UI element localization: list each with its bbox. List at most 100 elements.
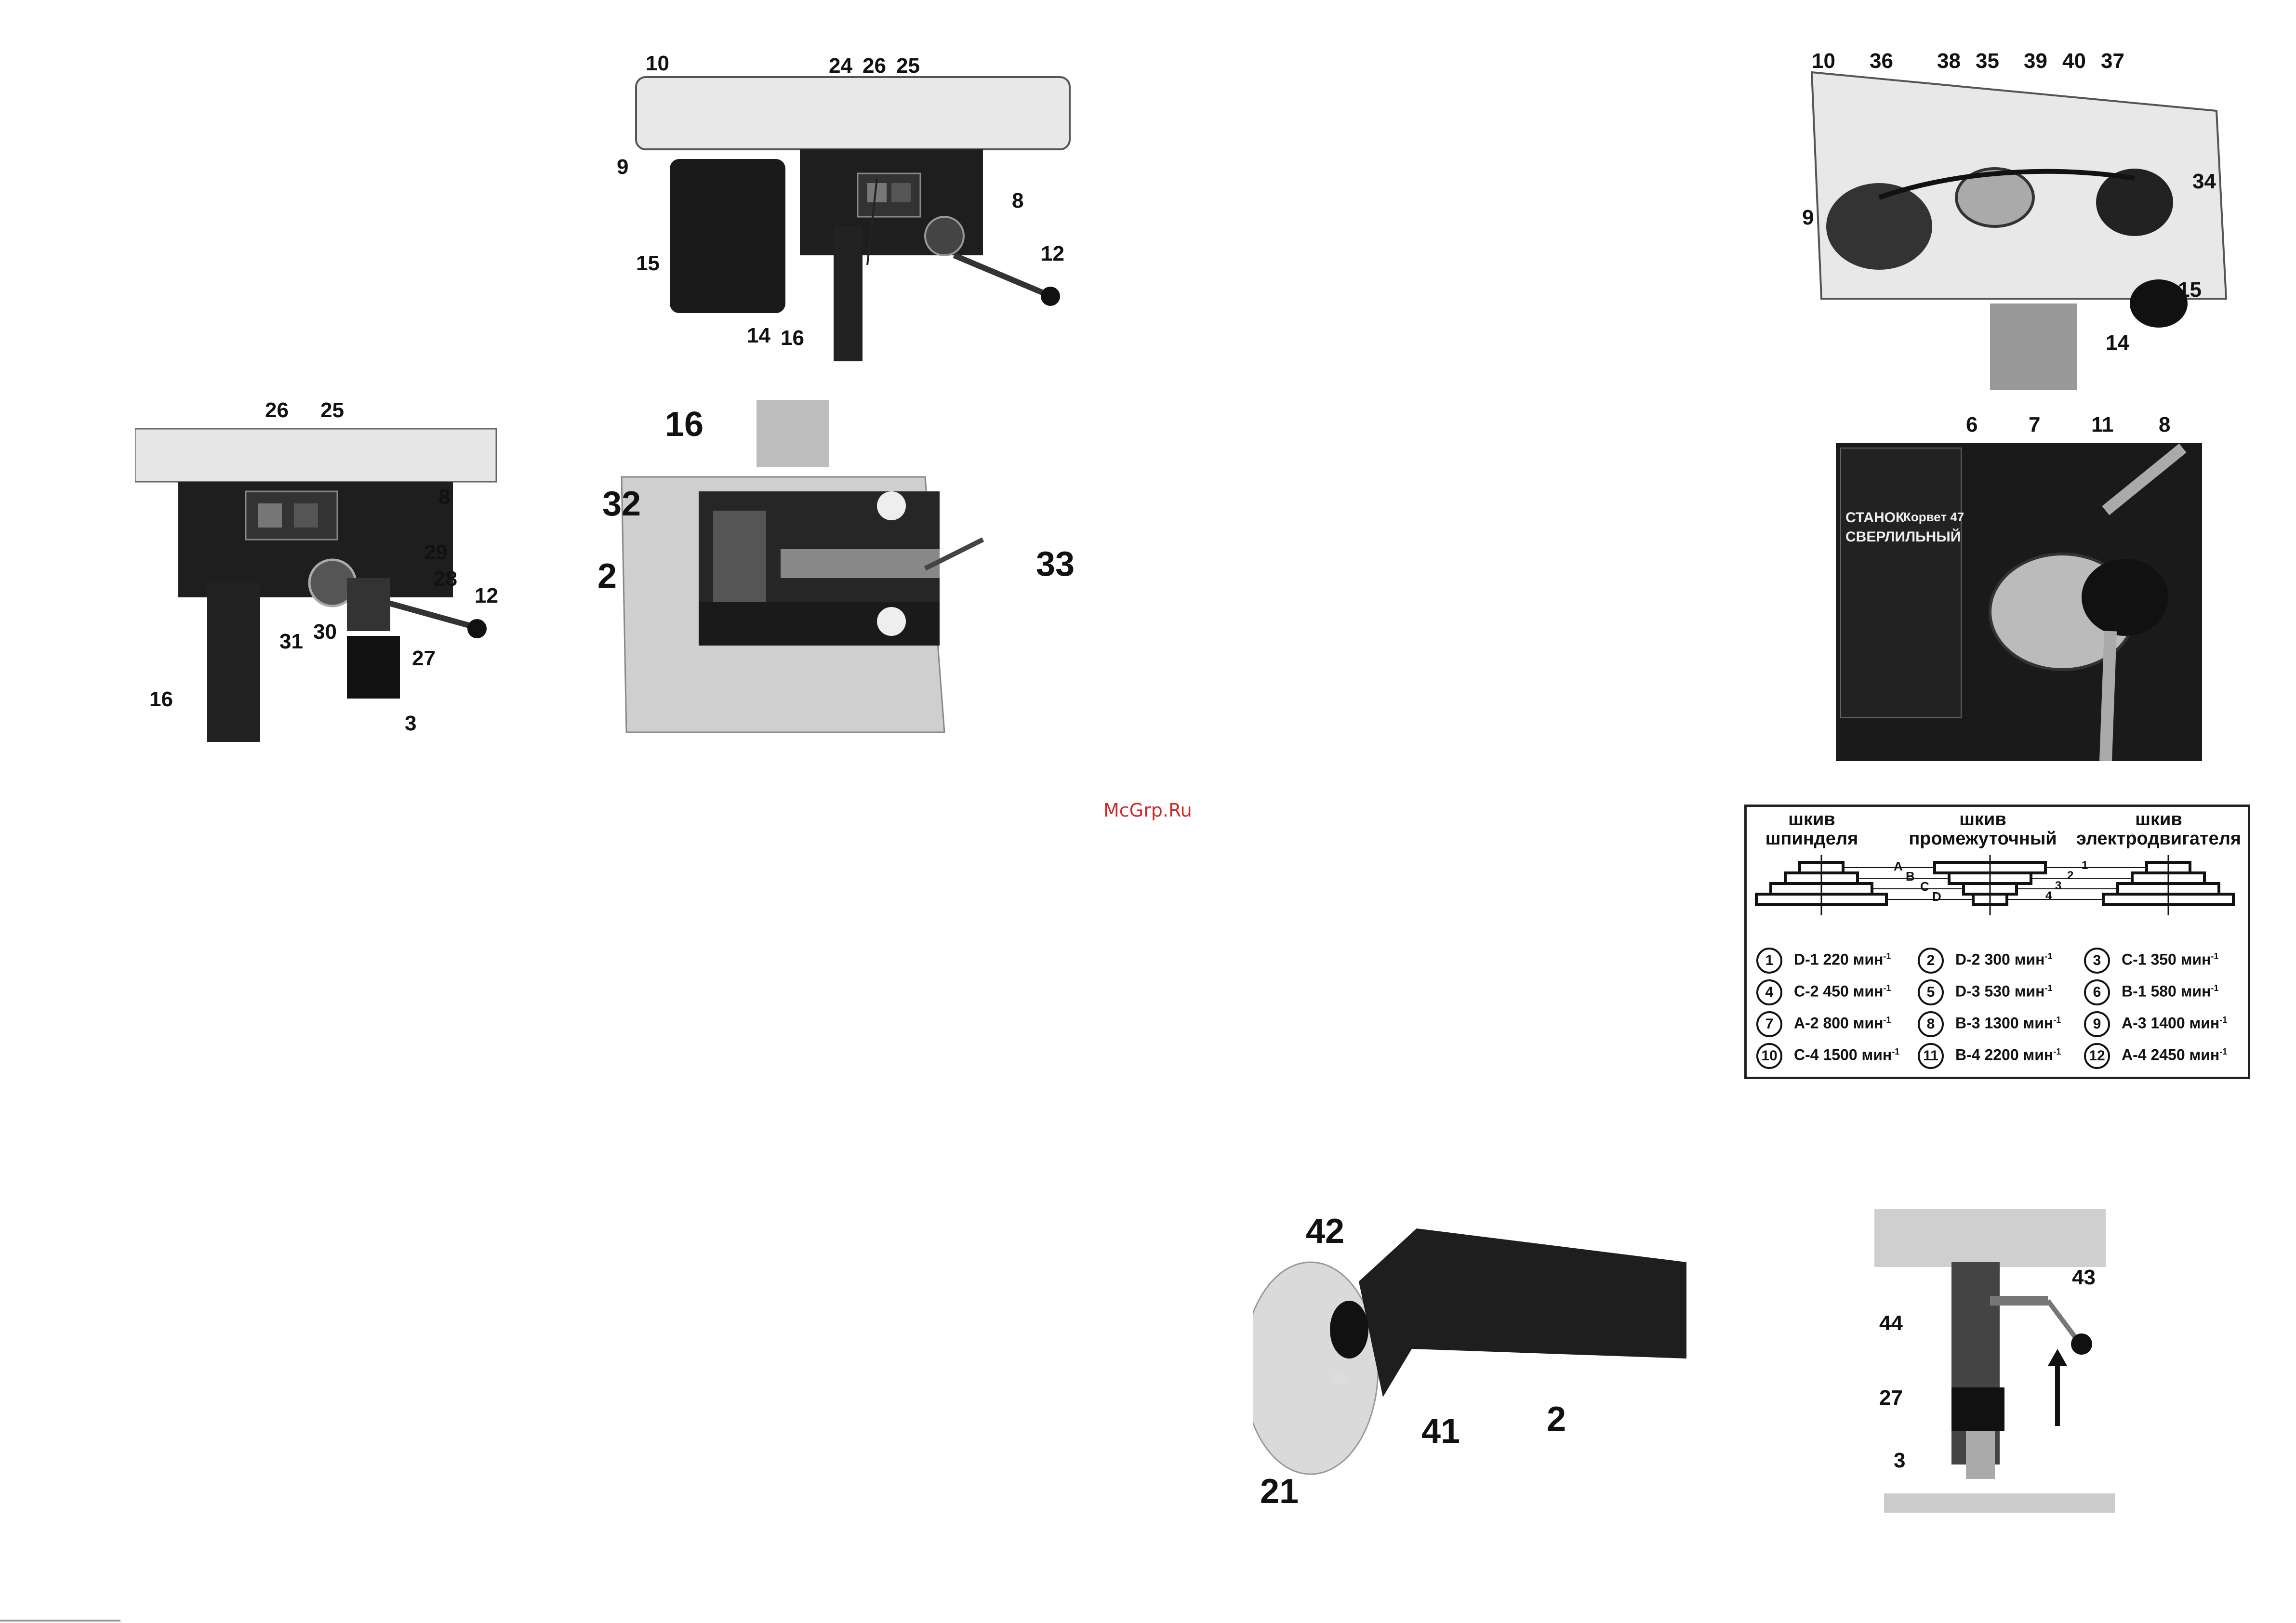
speed-8: 8 B-3 1300 мин-1: [1918, 1011, 2061, 1037]
speed-number: 8: [1918, 1011, 1944, 1037]
speed-text: B-4 2200 мин: [1955, 1046, 2054, 1064]
callout-39: 39: [2024, 49, 2047, 73]
callout-31: 31: [279, 630, 303, 653]
header-intermediate-line2: промежуточный: [1909, 829, 2057, 849]
callout-7: 7: [2029, 413, 2041, 436]
callout-34: 34: [2192, 170, 2216, 193]
callout-25: 25: [320, 398, 344, 422]
speed-text: D-2 300 мин: [1955, 950, 2045, 968]
speed-text: B-3 1300 мин: [1955, 1014, 2054, 1032]
speed-number: 9: [2084, 1011, 2110, 1037]
figure-spindle: 43 44 27 3: [1865, 1204, 2135, 1513]
callout-26: 26: [265, 398, 289, 422]
callout-42: 42: [1306, 1212, 1345, 1251]
speed-5: 5 D-3 530 мин-1: [1918, 979, 2052, 1005]
header-spindle-line2: шпинделя: [1765, 829, 1858, 849]
callout-14: 14: [747, 324, 770, 347]
figure-head-chuck: 26 25 8 29 28 12 31 30 27 16 3: [134, 400, 511, 742]
callout-27: 27: [1879, 1386, 1903, 1410]
digit-3: 3: [2055, 879, 2062, 892]
bottom-divider: [0, 1620, 120, 1622]
vise-photo: [621, 400, 984, 733]
figure-pulleys: 10 36 38 35 39 40 37 9 34 15 14: [1802, 49, 2236, 390]
panel-title-2: СВЕРЛИЛЬНЫЙ: [1845, 529, 1961, 545]
callout-11: 11: [2091, 413, 2114, 436]
callout-29: 29: [424, 541, 448, 564]
digit-4: 4: [2045, 889, 2052, 902]
callout-38: 38: [1937, 49, 1961, 73]
letter-B: B: [1906, 869, 1915, 884]
header-spindle-pulley: шкив шпинделя: [1752, 810, 1872, 848]
callout-16: 16: [665, 405, 704, 444]
digit-2: 2: [2067, 869, 2074, 882]
panel-title-1: СТАНОК: [1845, 510, 1905, 526]
callout-41: 41: [1421, 1412, 1460, 1451]
callout-12: 12: [1041, 242, 1064, 265]
callout-2: 2: [1547, 1400, 1566, 1438]
digit-1: 1: [2082, 859, 2088, 872]
callout-43: 43: [2072, 1266, 2096, 1289]
header-spindle-line1: шкив: [1788, 809, 1835, 830]
figure-depth-scale: СТАНОК СВЕРЛИЛЬНЫЙ Корвет 47 6 7 11 8: [1836, 413, 2221, 762]
unit-sup: -1: [2211, 983, 2219, 993]
callout-15: 15: [2178, 278, 2202, 302]
figure-head-front: 10 9 24 26 25 8 15 12 14 16: [617, 53, 1079, 361]
callout-30: 30: [313, 620, 337, 644]
callout-8: 8: [2159, 413, 2171, 436]
callout-6: 6: [1966, 413, 1978, 436]
figure-vise: 16 32 2 33: [597, 395, 1103, 742]
callout-8: 8: [1012, 189, 1024, 212]
callout-8: 8: [438, 485, 451, 509]
speed-number: 11: [1918, 1043, 1944, 1069]
speed-number: 2: [1918, 948, 1944, 974]
callout-44: 44: [1879, 1311, 1903, 1335]
pulley-diagram: [1755, 855, 2235, 915]
callout-10: 10: [646, 52, 669, 75]
speed-text: D-3 530 мин: [1955, 982, 2045, 1000]
callout-33: 33: [1036, 545, 1075, 583]
callout-9: 9: [1802, 206, 1814, 229]
unit-sup: -1: [2044, 983, 2053, 993]
unit-sup: -1: [2219, 1046, 2228, 1056]
table-bracket-photo: [1242, 1228, 1686, 1475]
speed-text: D-1 220 мин: [1794, 950, 1884, 968]
speed-number: 10: [1756, 1043, 1782, 1069]
panel-title-3: Корвет 47: [1903, 510, 1964, 524]
callout-2: 2: [597, 557, 617, 595]
unit-sup: -1: [1883, 1015, 1891, 1025]
letter-A: A: [1894, 859, 1903, 873]
callout-40: 40: [2062, 49, 2086, 73]
header-motor-line1: шкив: [2135, 809, 2182, 830]
callout-37: 37: [2101, 49, 2124, 73]
callout-35: 35: [1976, 49, 1999, 73]
watermark: McGrp.Ru: [1103, 800, 1192, 821]
header-intermediate-line1: шкив: [1959, 809, 2006, 830]
callout-12: 12: [475, 584, 498, 607]
callout-3: 3: [1894, 1449, 1906, 1472]
drill-head-photo: [635, 76, 1071, 361]
callout-15: 15: [636, 251, 660, 275]
speed-number: 5: [1918, 979, 1944, 1005]
callout-26: 26: [863, 54, 886, 78]
unit-sup: -1: [2053, 1015, 2061, 1025]
unit-sup: -1: [1892, 1046, 1900, 1056]
callout-16: 16: [149, 687, 173, 711]
callout-16: 16: [781, 326, 804, 350]
speed-number: 12: [2084, 1043, 2110, 1069]
speed-text: C-2 450 мин: [1794, 982, 1884, 1000]
speed-number: 3: [2084, 948, 2110, 974]
callout-36: 36: [1870, 49, 1893, 73]
unit-sup: -1: [1883, 983, 1891, 993]
header-motor-pulley: шкив электродвигателя: [2074, 810, 2243, 848]
letter-C: C: [1920, 879, 1929, 894]
speed-chart: шкив шпинделя шкив промежуточный шкив эл…: [1744, 805, 2250, 1079]
callout-9: 9: [617, 155, 629, 179]
callout-14: 14: [2106, 331, 2129, 355]
